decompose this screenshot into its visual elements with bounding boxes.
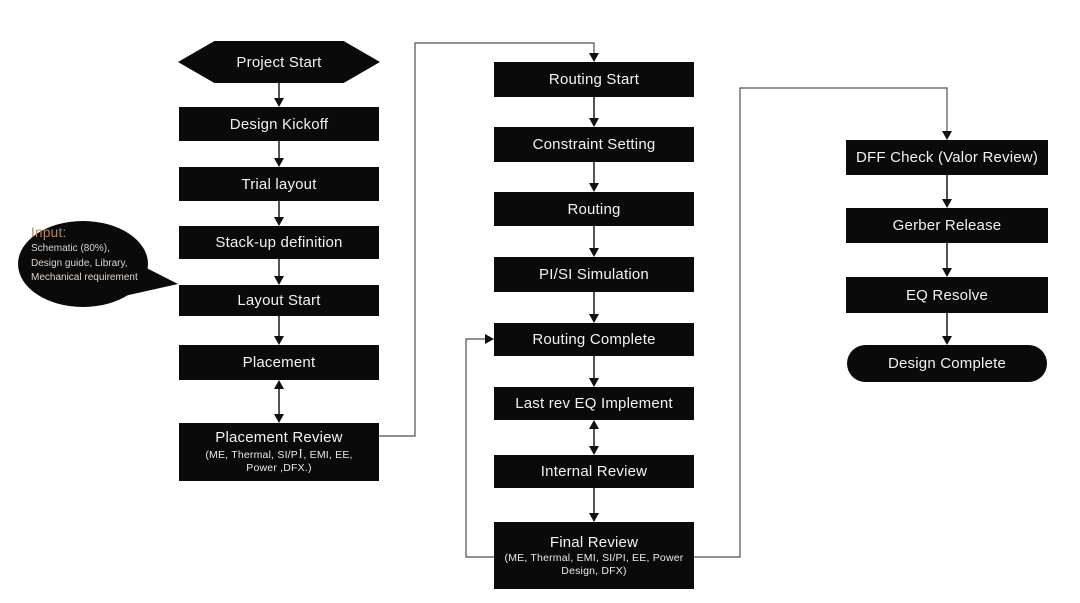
node-routing: Routing — [494, 192, 694, 226]
node-gerber-release: Gerber Release — [846, 208, 1048, 243]
node-internal-review: Internal Review — [494, 455, 694, 488]
node-label: Project Start — [236, 53, 322, 71]
node-routing-complete: Routing Complete — [494, 323, 694, 356]
bubble-ellipse — [18, 221, 148, 307]
node-label: Constraint Setting — [532, 136, 656, 153]
node-routing-start: Routing Start — [494, 62, 694, 97]
node-placement: Placement — [179, 345, 379, 380]
node-label: Routing — [567, 200, 621, 218]
node-trial-layout: Trial layout — [179, 167, 379, 201]
node-layout-start: Layout Start — [179, 285, 379, 316]
node-design-complete: Design Complete — [847, 345, 1047, 382]
bubble-tail — [115, 252, 178, 297]
connector-final-review-to-dff-check — [694, 87, 948, 558]
node-label: Internal Review — [540, 463, 648, 480]
node-constraint-setting: Constraint Setting — [494, 127, 694, 162]
connector-placement-review-to-routing-start — [379, 42, 595, 437]
node-design-kickoff: Design Kickoff — [179, 107, 379, 141]
node-label: Placement Review — [215, 428, 343, 446]
node-label: Final Review — [549, 533, 639, 551]
node-final-review: Final Review (ME, Thermal, EMI, SI/PI, E… — [494, 522, 694, 589]
node-stackup-definition: Stack-up definition — [179, 226, 379, 259]
column-arrow-shafts — [278, 83, 948, 514]
node-project-start: Project Start — [178, 41, 380, 83]
input-callout-bubble — [18, 221, 178, 307]
node-label: Design Kickoff — [229, 115, 329, 133]
input-callout-title: Input: — [31, 225, 67, 240]
input-callout-line: Schematic (80%), — [31, 243, 110, 254]
node-eq-resolve: EQ Resolve — [846, 277, 1048, 313]
node-label: Design Complete — [887, 355, 1007, 372]
text-cursor-icon: I — [298, 446, 303, 461]
node-label: Layout Start — [237, 292, 321, 309]
connector-final-review-loop-to-routing-complete — [465, 338, 494, 558]
node-label: Placement — [242, 354, 316, 371]
node-sublabel: (ME, Thermal, EMI, SI/PI, EE, Power — [504, 551, 684, 564]
input-callout-text: Input: Schematic (80%), Design guide, Li… — [31, 224, 153, 286]
node-label: Trial layout — [241, 175, 317, 193]
node-sublabel: (ME, Thermal, SI/PI, EMI, EE, — [205, 446, 353, 461]
node-label: Last rev EQ Implement — [515, 395, 673, 412]
node-placement-review: Placement Review (ME, Thermal, SI/PI, EM… — [179, 423, 379, 481]
input-callout-line: Design guide, Library, — [31, 257, 128, 269]
node-last-rev-eq-implement: Last rev EQ Implement — [494, 387, 694, 420]
node-label: DFF Check (Valor Review) — [855, 149, 1039, 166]
arrowheads — [274, 53, 952, 522]
node-dff-check: DFF Check (Valor Review) — [846, 140, 1048, 175]
node-label: Gerber Release — [892, 217, 1002, 234]
node-label: Stack-up definition — [215, 234, 343, 251]
node-label: EQ Resolve — [905, 286, 989, 304]
node-label: Routing Complete — [532, 331, 656, 348]
node-sublabel: Power ,DFX.) — [246, 462, 312, 475]
node-pisi-simulation: PI/SI Simulation — [494, 257, 694, 292]
node-label: PI/SI Simulation — [539, 266, 649, 283]
node-sublabel: Design, DFX) — [561, 564, 627, 577]
input-callout-line: Mechanical requirement — [31, 272, 138, 283]
node-label: Routing Start — [548, 71, 640, 88]
